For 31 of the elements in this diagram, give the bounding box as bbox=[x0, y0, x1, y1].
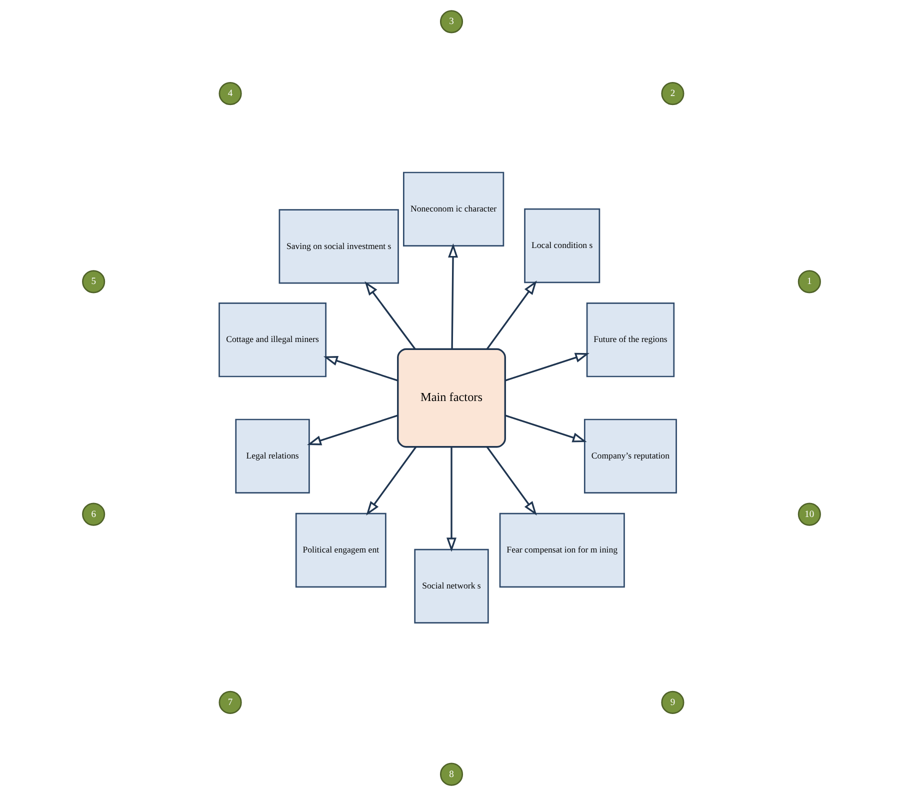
arrow bbox=[486, 280, 537, 350]
arrow bbox=[448, 243, 458, 350]
node-box: Legal relations bbox=[235, 418, 310, 494]
node-circle: 3 bbox=[440, 10, 464, 34]
arrow bbox=[364, 281, 416, 350]
arrow bbox=[366, 446, 417, 516]
arrow bbox=[504, 352, 590, 382]
node-circle: 8 bbox=[440, 762, 464, 786]
node-circle: 2 bbox=[661, 82, 684, 106]
arrow bbox=[504, 414, 587, 442]
node-circle: 7 bbox=[218, 690, 242, 714]
node-box: Noneconom ic character bbox=[403, 172, 504, 246]
node-box: Company’s reputation bbox=[584, 418, 677, 494]
node-circle: 4 bbox=[218, 82, 242, 106]
node-box: Future of the regions bbox=[586, 302, 675, 378]
arrow bbox=[323, 356, 398, 382]
node-box: Political engagem ent bbox=[295, 512, 386, 588]
node-circle: 9 bbox=[661, 690, 684, 714]
node-circle: 5 bbox=[82, 270, 106, 294]
node-box: Social network s bbox=[414, 548, 489, 624]
node-box: Local condition s bbox=[524, 208, 600, 284]
arrow bbox=[307, 414, 398, 446]
node-circle: 10 bbox=[798, 502, 821, 526]
arrow bbox=[486, 446, 537, 516]
node-box: Cottage and illegal miners bbox=[218, 302, 326, 378]
node-box: Fear compensat ion for m ining bbox=[499, 512, 625, 588]
node-circle: 6 bbox=[82, 502, 106, 526]
node-box: Main factors bbox=[397, 348, 506, 448]
arrow bbox=[446, 446, 456, 552]
node-box: Saving on social investment s bbox=[278, 209, 399, 284]
node-circle: 1 bbox=[798, 270, 821, 294]
